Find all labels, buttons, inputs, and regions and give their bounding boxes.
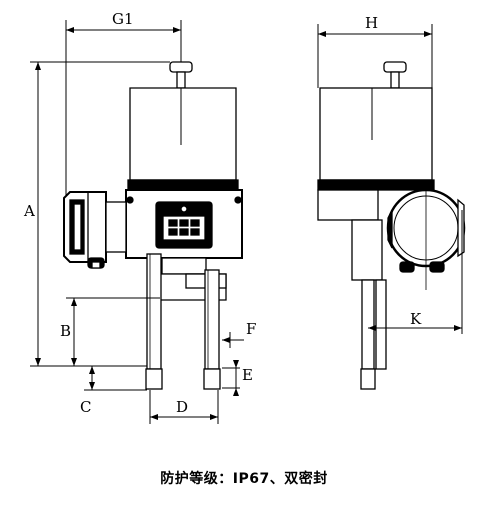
label-c: C [80, 398, 91, 416]
side-cover [319, 87, 433, 181]
side-top-knob [383, 61, 407, 73]
label-a: A [23, 202, 35, 220]
label-e: E [242, 366, 253, 384]
side-left-leg [361, 279, 375, 370]
side-view [317, 61, 466, 390]
dimension-arrows [35, 27, 462, 420]
front-top-knob [169, 61, 193, 73]
side-right-leg [375, 279, 387, 370]
protection-rating-caption: 防护等级：IP67、双密封 [160, 471, 328, 487]
label-b: B [60, 322, 71, 340]
label-d: D [176, 398, 188, 416]
front-cover [129, 87, 237, 181]
label-g1: G1 [112, 10, 134, 28]
side-body [317, 189, 379, 221]
front-view [63, 61, 243, 390]
label-h: H [365, 14, 378, 32]
label-k: K [410, 310, 422, 328]
label-f: F [246, 320, 256, 338]
front-band [127, 179, 239, 191]
front-left-leg [146, 253, 162, 370]
front-right-leg [204, 269, 220, 370]
